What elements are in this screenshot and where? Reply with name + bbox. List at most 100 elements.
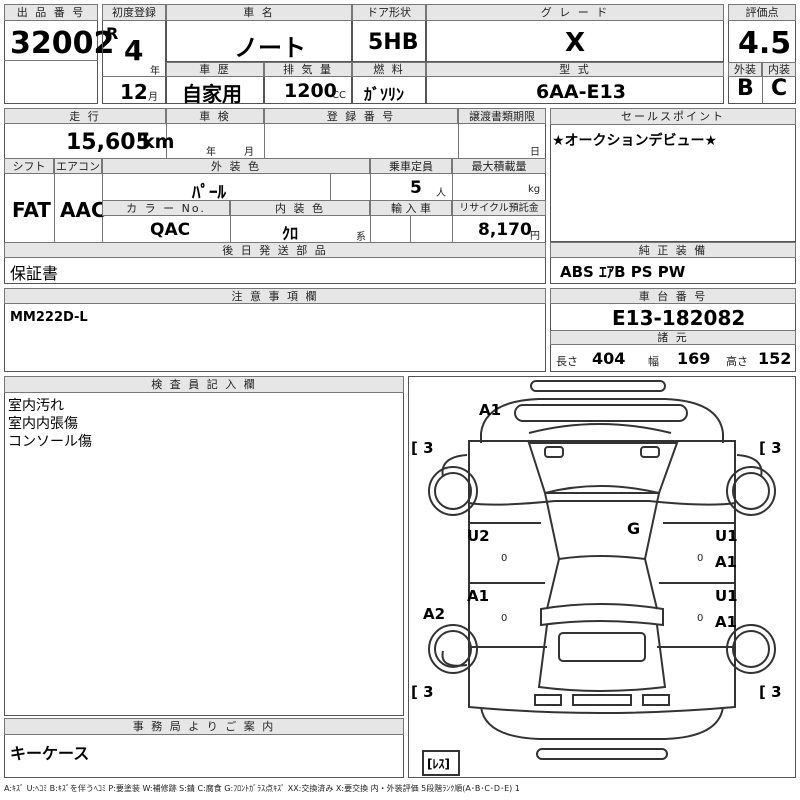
ext-color: ﾊﾟｰﾙ (192, 183, 226, 203)
divider (230, 200, 231, 242)
sales-point-label: セールスポイント (550, 108, 796, 125)
damage-mark: A1 (715, 553, 738, 571)
damage-mark: G (627, 519, 641, 538)
recycle-unit: 円 (530, 231, 540, 242)
sales-point-cell (550, 108, 796, 242)
zero-mark: 0 (501, 613, 508, 624)
damage-mark: A2 (423, 605, 446, 623)
shift: FAT (12, 198, 51, 222)
ac-label: エアコン (54, 158, 102, 174)
width-label: 幅 (648, 355, 659, 368)
ac: AAC (60, 198, 106, 222)
history-label: 車 歴 (166, 62, 264, 77)
equipment: ABS ｴｱB PS PW (560, 263, 686, 281)
reg-year: 4 (124, 34, 144, 67)
insp-month-unit: 月 (244, 147, 254, 158)
displacement: 1200 (284, 80, 337, 102)
dims-label: 諸 元 (550, 330, 796, 345)
later-parts: 保証書 (10, 264, 59, 283)
damage-mark: U2 (467, 527, 490, 545)
capacity-unit: 人 (436, 188, 446, 199)
door-label: ドア形状 (352, 4, 426, 21)
length: 404 (592, 349, 626, 368)
reg-month: 12 (120, 80, 148, 104)
grade-label: グ レ ー ド (426, 4, 724, 21)
model-code: 6AA-E13 (536, 81, 626, 103)
car-diagram: A1 G U2 A1 U1 A1 U1 A1 A2 0 0 0 0 [ 3 [ … (408, 376, 796, 778)
transfer-day-unit: 日 (530, 147, 540, 158)
inspector-label: 検 査 員 記 入 欄 (4, 376, 404, 393)
tire-mark: [ 3 (411, 439, 434, 457)
chassis-no: E13-182082 (612, 306, 746, 330)
divider (4, 60, 98, 61)
damage-mark: A1 (479, 401, 502, 419)
color-no: QAC (150, 220, 191, 240)
inspector-line: コンソール傷 (8, 434, 92, 450)
spare-tire-text: ﾚｽ (432, 757, 445, 771)
import-label: 輸 入 車 (370, 200, 452, 216)
max-load-label: 最大積載量 (452, 158, 546, 174)
tire-value: 3 (771, 683, 782, 701)
tire-mark: [ 3 (759, 439, 782, 457)
score-label: 評価点 (728, 4, 796, 21)
tire-mark: [ 3 (759, 683, 782, 701)
lot-no: 32002 (10, 26, 115, 61)
damage-mark: A1 (467, 587, 490, 605)
int-color-label: 内 装 色 (230, 200, 370, 216)
transfer-label: 譲渡書類期限 (458, 108, 546, 124)
interior-grade: C (771, 76, 788, 101)
reg-no-label: 登 録 番 号 (264, 108, 458, 124)
color-no-label: カ ラ ー No. (102, 200, 230, 216)
first-reg-label: 初度登録 (102, 4, 166, 21)
mileage-unit: km (142, 131, 175, 153)
later-parts-label: 後 日 発 送 部 品 (4, 242, 546, 258)
divider (762, 62, 763, 104)
grade: X (565, 28, 586, 58)
ext-color-label: 外 装 色 (102, 158, 370, 174)
capacity: 5 (410, 178, 422, 198)
office-label: 事 務 局 よ り ご 案 内 (4, 718, 404, 735)
damage-mark: A1 (715, 613, 738, 631)
capacity-label: 乗車定員 (370, 158, 452, 174)
length-label: 長さ (556, 355, 578, 368)
divider (102, 76, 166, 77)
sales-point: ★オークションデビュー★ (552, 133, 718, 149)
int-color-unit: 系 (356, 232, 366, 243)
recycle: 8,170 (478, 220, 532, 240)
width: 169 (677, 349, 711, 368)
divider (330, 174, 331, 200)
insp-year-unit: 年 (206, 147, 216, 158)
zero-mark: 0 (697, 613, 704, 624)
divider (264, 108, 265, 158)
tire-value: 3 (423, 683, 434, 701)
inspection-label: 車 検 (166, 108, 264, 124)
tire-value: 3 (423, 439, 434, 457)
exterior-label: 外装 (728, 62, 762, 77)
divider (410, 216, 411, 242)
inspector-line: 室内汚れ (8, 398, 64, 414)
displacement-unit: CC (332, 90, 346, 101)
height: 152 (758, 349, 792, 368)
model-code-label: 型 式 (426, 62, 724, 77)
year-unit: 年 (150, 66, 160, 77)
equipment-label: 純 正 装 備 (550, 242, 796, 258)
fuel-label: 燃 料 (352, 62, 426, 77)
history: 自家用 (182, 82, 242, 106)
exterior-grade: B (737, 76, 754, 101)
spare-tire-note: [ﾚｽ] (427, 757, 450, 771)
tire-mark: [ 3 (411, 683, 434, 701)
zero-mark: 0 (501, 553, 508, 564)
damage-mark: U1 (715, 527, 738, 545)
office-note: キーケース (10, 744, 90, 763)
car-name: ノート (234, 34, 306, 62)
mileage: 15,605 (66, 130, 151, 155)
score: 4.5 (738, 26, 792, 61)
recycle-label: リサイクル預託金 (452, 200, 546, 216)
interior-label: 内装 (762, 62, 796, 77)
chassis-label: 車 台 番 号 (550, 288, 796, 304)
damage-mark: U1 (715, 587, 738, 605)
car-outline (422, 380, 776, 776)
divider (458, 108, 459, 158)
displacement-label: 排 気 量 (264, 62, 352, 77)
notes-label: 注 意 事 項 欄 (4, 288, 546, 304)
